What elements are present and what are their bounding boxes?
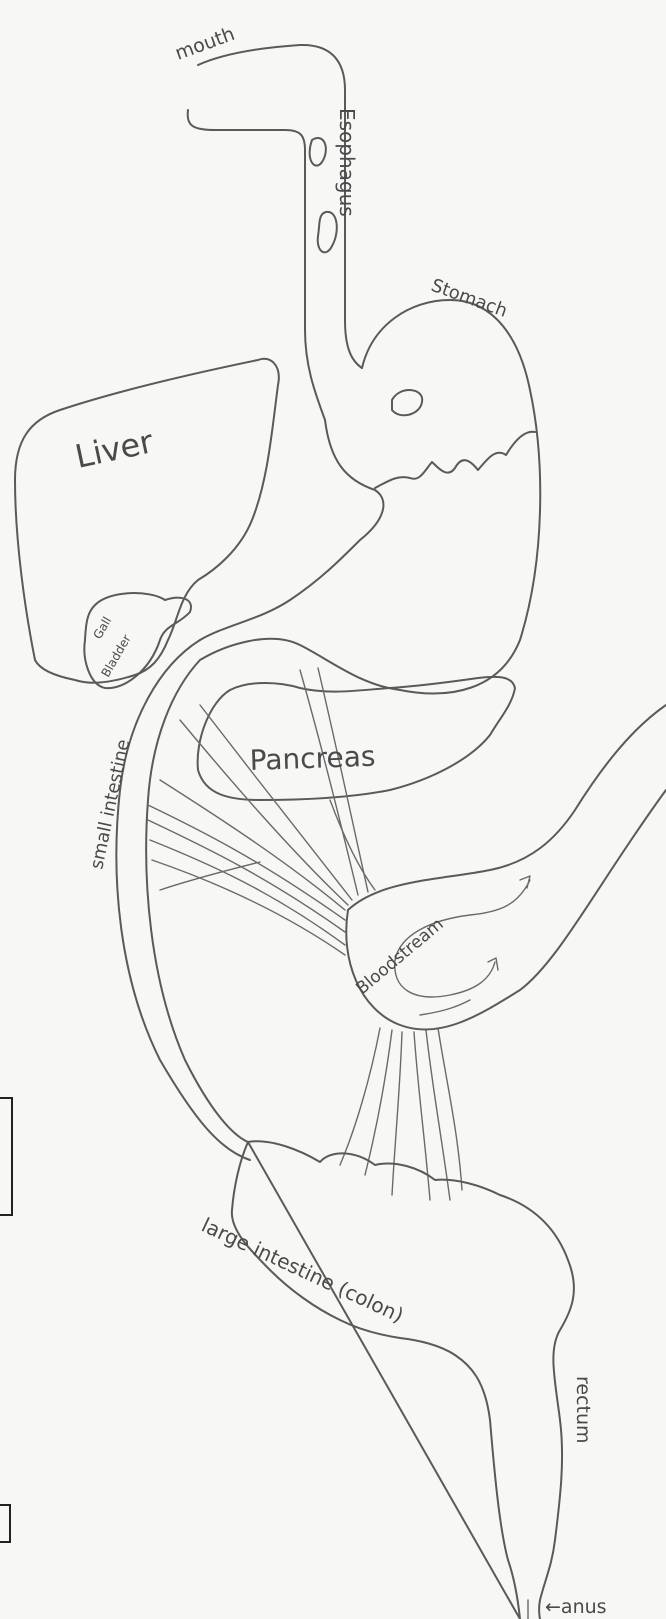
- left-box-fragment-upper: [0, 1098, 12, 1215]
- bloodstream-inner-loop: [395, 960, 495, 997]
- label-small-intestine: small intestine: [86, 737, 134, 871]
- label-mouth: mouth: [172, 23, 237, 65]
- food-bolus-1: [310, 138, 326, 166]
- label-esophagus: Esophagus: [335, 108, 359, 217]
- label-rectum: rectum: [572, 1376, 594, 1444]
- stomach-wavy-contents: [375, 432, 535, 488]
- stomach-food-bolus: [392, 390, 422, 415]
- left-box-fragment-lower: [0, 1505, 10, 1542]
- label-stomach: Stomach: [428, 275, 510, 322]
- bloodstream: [346, 705, 666, 1030]
- bloodstream-outer-vessel-upper: [348, 705, 666, 910]
- label-bloodstream: Bloodstream: [352, 914, 447, 998]
- stomach-inner-wall: [200, 420, 383, 640]
- label-pancreas: Pancreas: [249, 740, 376, 777]
- bloodstream-outer-vessel-lower: [346, 790, 666, 1030]
- label-anus: ←anus: [545, 1596, 607, 1618]
- label-large-intestine: large intestine (colon): [198, 1213, 407, 1328]
- small-intestine: [116, 640, 250, 1160]
- esophagus-left-wall: [188, 110, 325, 420]
- bloodstream-flow-line: [420, 1000, 470, 1015]
- food-bolus-2: [318, 212, 337, 252]
- bloodstream-arrow-1: [520, 876, 530, 888]
- label-liver: Liver: [72, 422, 158, 476]
- liver: [15, 359, 279, 683]
- stomach: [200, 300, 540, 693]
- large-intestine-colon: [232, 1141, 574, 1619]
- small-intestine-outer-wall: [116, 640, 250, 1160]
- liver-outline: [15, 359, 279, 683]
- stomach-outer-wall: [200, 300, 540, 693]
- small-intestine-inner-wall: [146, 660, 248, 1142]
- pancreas: [198, 677, 515, 800]
- label-gall-bladder-line1: Gall: [90, 614, 114, 641]
